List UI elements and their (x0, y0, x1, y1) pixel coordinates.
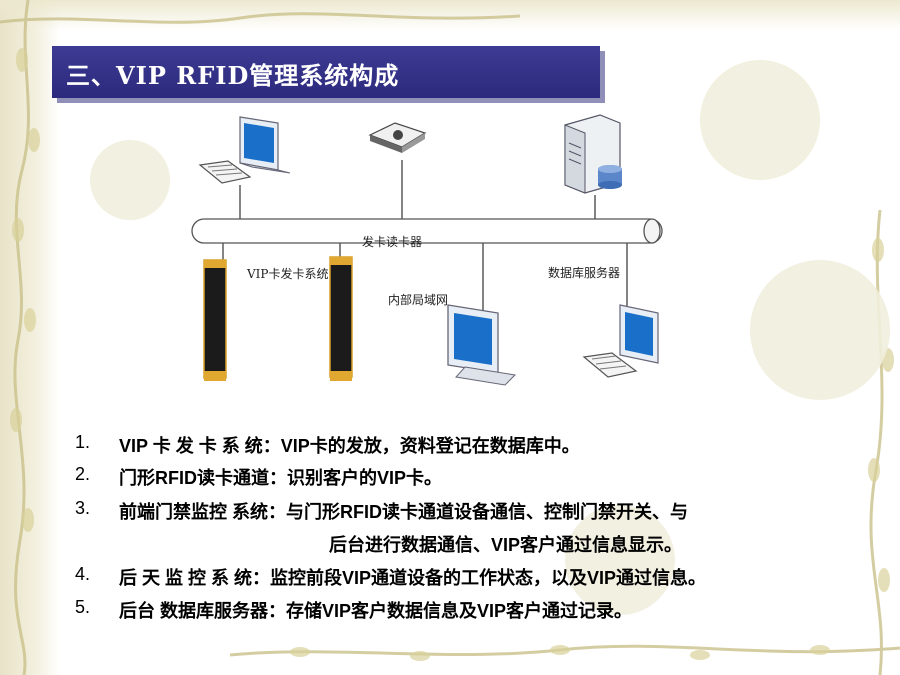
list-text: 后台 数据库服务器：存储VIP客户数据信息及VIP客户通过记录。 (119, 601, 633, 621)
workstation-icon-right (582, 304, 659, 378)
rfid-gate-right-icon (329, 256, 353, 381)
list-number: 2. (75, 464, 91, 484)
database-server-icon (564, 114, 622, 194)
rfid-gate-left-icon (203, 259, 227, 381)
background-left-texture (0, 0, 60, 675)
background-top-texture (0, 0, 900, 30)
list-number: 1. (75, 432, 91, 452)
list-text: 后台进行数据通信、VIP客户通过信息显示。 (329, 535, 683, 555)
network-backbone (191, 218, 663, 244)
list-number: 4. (75, 564, 91, 584)
page-title: 三、VIP RFID管理系统构成 (66, 61, 400, 90)
list-text: 前端门禁监控 系统：与门形RFID读卡通道设备通信、控制门禁开关、与 (119, 502, 688, 522)
list-number: 3. (75, 498, 91, 518)
list-number: 5. (75, 597, 91, 617)
diagram-canvas (191, 114, 663, 386)
lan-monitor-icon (447, 304, 517, 386)
title-bar: 三、VIP RFID管理系统构成 (52, 46, 600, 98)
rfid-reader-icon (368, 122, 427, 153)
label-issuing-system: VIP卡发卡系统 (247, 267, 329, 281)
workstation-icon-top (198, 116, 291, 184)
list-text: VIP 卡 发 卡 系 统：VIP卡的发放，资料登记在数据库中。 (119, 436, 580, 456)
list-text: 后 天 监 控 系 统：监控前段VIP通道设备的工作状态，以及VIP通过信息。 (119, 568, 707, 588)
label-lan: 内部局域网 (388, 293, 449, 307)
system-architecture-diagram: 发卡读卡器 VIP卡发卡系统 数据库服务器 内部局域网 (180, 105, 680, 395)
list-text: 门形RFID读卡通道：识别客户的VIP卡。 (119, 468, 443, 488)
label-db-server: 数据库服务器 (548, 266, 621, 280)
label-reader: 发卡读卡器 (362, 235, 423, 249)
